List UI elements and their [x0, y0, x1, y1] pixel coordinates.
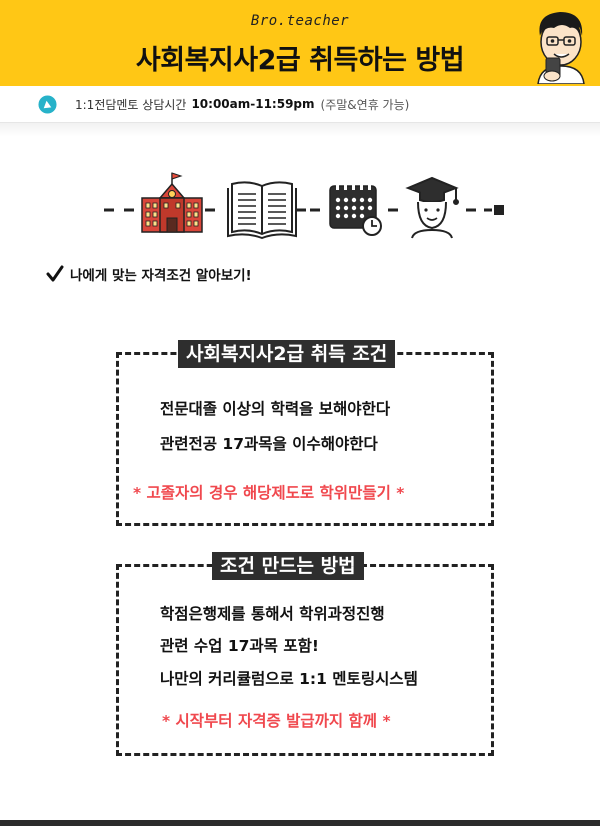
consult-hours-bar: 1:1전담멘토 상담시간 10:00am-11:59pm (주말&연휴 가능) — [0, 86, 600, 123]
conditions-note: * 고졸자의 경우 해당제도로 학위만들기 * — [133, 484, 405, 502]
divider-shadow — [0, 123, 600, 137]
conditions-tag: 사회복지사2급 취득 조건 — [178, 340, 396, 368]
bottom-divider — [0, 820, 600, 826]
check-headline: 나에게 맞는 자격조건 알아보기! — [46, 264, 252, 284]
check-text: 나에게 맞는 자격조건 알아보기! — [70, 268, 252, 284]
brand-name: Bro.teacher — [250, 13, 350, 29]
calendar-clock-icon — [329, 180, 382, 236]
page-title: 사회복지사2급 취득하는 방법 — [135, 45, 465, 76]
school-building-icon — [141, 172, 203, 233]
consult-label: 1:1전담멘토 상담시간 — [75, 97, 187, 112]
teacher-avatar-icon — [537, 12, 585, 84]
consult-note: (주말&연휴 가능) — [320, 97, 410, 112]
method-tag: 조건 만드는 방법 — [212, 552, 364, 580]
graduate-icon — [405, 176, 459, 239]
process-timeline — [104, 172, 504, 240]
method-note: * 시작부터 자격증 발급까지 함께 * — [162, 712, 391, 730]
method-line: 나만의 커리큘럼으로 1:1 멘토링시스템 — [160, 670, 418, 688]
condition-line: 전문대졸 이상의 학력을 보해야한다 — [160, 400, 391, 418]
consult-hours: 10:00am-11:59pm — [191, 97, 315, 111]
open-book-icon — [227, 181, 297, 240]
checkmark-icon — [46, 265, 64, 282]
condition-line: 관련전공 17과목을 이수해야한다 — [160, 435, 378, 453]
header-banner: Bro.teacher 사회복지사2급 취득하는 방법 — [0, 0, 600, 86]
method-line: 관련 수업 17과목 포함! — [160, 637, 319, 655]
location-pin-icon — [38, 94, 57, 114]
method-line: 학점은행제를 통해서 학위과정진행 — [160, 605, 385, 623]
